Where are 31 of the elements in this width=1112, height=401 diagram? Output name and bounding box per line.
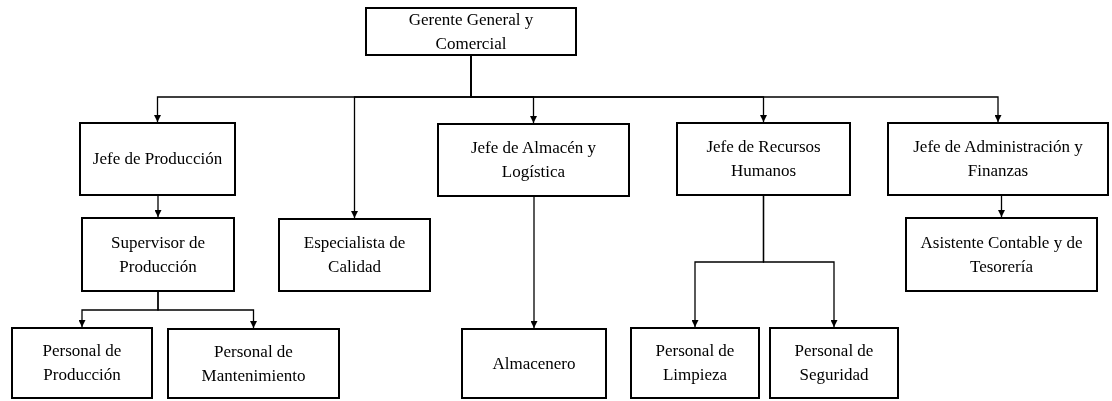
position-box: [167, 328, 340, 399]
position-title: Asistente Contable y de Tesorería: [919, 231, 1084, 278]
position-title: Especialista de Calidad: [302, 232, 407, 278]
connector-arrow: [530, 196, 538, 329]
connector-arrow: [157, 291, 257, 329]
position-title: Personal de Producción: [41, 340, 123, 386]
position-title: Personal de Seguridad: [793, 340, 875, 386]
position-title: Almacenero: [492, 352, 576, 375]
position-title: Gerente General y Comercial: [407, 8, 535, 55]
position-title: Jefe de Almacén y Logística: [469, 137, 598, 183]
connector-arrow: [154, 195, 162, 218]
position-box: [81, 217, 235, 292]
connector-arrow: [998, 195, 1005, 218]
position-box: [769, 327, 899, 399]
position-box: [887, 122, 1109, 196]
connector-arrow: [762, 195, 838, 328]
position-box: [365, 7, 577, 56]
position-box: [630, 327, 760, 399]
position-title: Jefe de Producción: [92, 148, 223, 171]
position-box: [905, 217, 1098, 292]
position-box: [79, 122, 236, 196]
position-box: [437, 123, 630, 197]
position-box: [461, 328, 607, 399]
position-box: [278, 218, 431, 292]
position-box: [11, 327, 153, 399]
position-title: Personal de Limpieza: [654, 340, 736, 386]
position-box: [676, 122, 851, 196]
position-title: Supervisor de Producción: [110, 231, 206, 278]
position-title: Jefe de Recursos Humanos: [705, 136, 822, 182]
position-title: Personal de Mantenimiento: [200, 340, 307, 387]
position-title: Jefe de Administración y Finanzas: [912, 136, 1084, 182]
